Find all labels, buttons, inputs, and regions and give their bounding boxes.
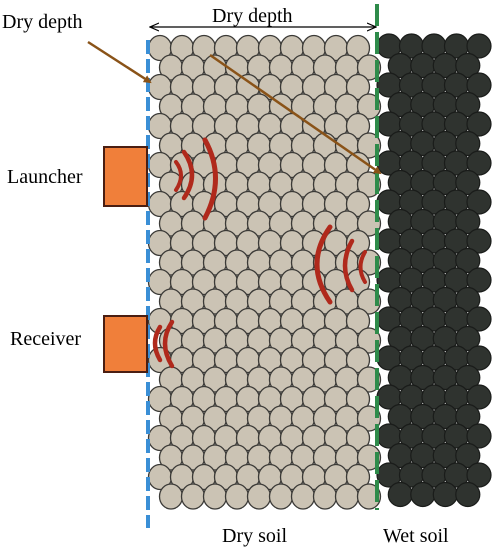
- signal-waves: [152, 137, 367, 369]
- receiver-device: [103, 315, 148, 373]
- reflect-wave-arc-2: [342, 238, 355, 293]
- dry-depth-pointer-arrow-left: [87, 40, 152, 84]
- dry-soil-particle: [345, 424, 371, 452]
- wet-soil-particle: [455, 169, 481, 196]
- wet-soil-particles: [376, 33, 492, 508]
- wet-soil-particle: [466, 384, 492, 410]
- dry-soil-particle: [345, 229, 371, 257]
- dry-soil-particle: [345, 190, 371, 218]
- wet-soil-particle: [455, 208, 481, 235]
- wet-soil-particle: [466, 189, 492, 215]
- wet-soil-particle: [466, 72, 492, 98]
- dry-soil-particle: [345, 307, 371, 335]
- launcher-wave-arc-1: [174, 160, 183, 192]
- dry-depth-left-label: Dry depth: [2, 11, 83, 33]
- launcher-device: [103, 146, 148, 207]
- dry-soil-particle: [334, 483, 360, 510]
- receiver-wave-arc-1: [152, 324, 163, 363]
- receiver-label: Receiver: [10, 328, 81, 350]
- dry-soil-particle: [268, 483, 294, 510]
- launcher-wave-arc-3: [202, 137, 218, 221]
- dry-soil-particle: [356, 366, 382, 393]
- dry-depth-top-label: Dry depth: [212, 5, 293, 27]
- dry-soil-particle: [356, 288, 382, 315]
- wet-soil-particle: [455, 442, 481, 469]
- wet-soil-label: Wet soil: [383, 525, 449, 547]
- wet-soil-particle: [455, 91, 481, 118]
- wet-soil-particle: [455, 325, 481, 352]
- dry-soil-particle: [224, 483, 250, 510]
- dry-soil-particle: [356, 132, 382, 159]
- dry-soil-particle: [356, 327, 382, 354]
- dry-soil-particle: [345, 34, 371, 62]
- wet-soil-particle: [455, 364, 481, 391]
- reflect-wave-arc-1: [314, 224, 333, 305]
- wet-soil-particle: [466, 462, 492, 488]
- dry-depth-pointer-arrow-diagonal: [209, 53, 382, 175]
- dry-soil-particle: [246, 483, 272, 510]
- dry-soil-particle: [356, 405, 382, 432]
- dry-soil-label: Dry soil: [222, 525, 287, 547]
- wet-soil-particle: [455, 130, 481, 157]
- wet-soil-particle: [466, 306, 492, 332]
- launcher-label: Launcher: [7, 166, 83, 188]
- dry-soil-particle: [356, 54, 382, 81]
- dry-soil-particles: [147, 34, 382, 510]
- dry-soil-particle: [345, 112, 371, 140]
- dry-soil-particle: [180, 483, 206, 510]
- wet-soil-particle: [466, 150, 492, 176]
- dry-soil-particle: [356, 93, 382, 120]
- dry-soil-particle: [345, 346, 371, 374]
- wet-soil-particle: [466, 267, 492, 293]
- dry-soil-particle: [345, 463, 371, 491]
- dry-soil-particle: [202, 483, 228, 510]
- wet-soil-particle: [410, 481, 436, 508]
- dry-soil-particle: [345, 385, 371, 413]
- wet-soil-particle: [455, 247, 481, 274]
- wet-soil-particle: [466, 228, 492, 254]
- dry-soil-particle: [290, 483, 316, 510]
- reflect-wave-arc-3: [358, 250, 367, 284]
- wet-soil-particle: [466, 33, 492, 59]
- dry-soil-particle: [356, 210, 382, 237]
- dry-soil-particle: [158, 483, 184, 510]
- dry-soil-particle: [345, 73, 371, 101]
- dry-soil-particle: [356, 171, 382, 198]
- wet-soil-particle: [466, 345, 492, 371]
- wet-soil-particle: [432, 481, 458, 508]
- wet-soil-particle: [455, 286, 481, 313]
- wet-soil-particle: [455, 403, 481, 430]
- dry-soil-particle: [356, 483, 382, 510]
- wet-soil-particle: [466, 111, 492, 137]
- dry-soil-particle: [312, 483, 338, 510]
- wet-soil-particle: [387, 481, 413, 508]
- wet-soil-particle: [466, 423, 492, 449]
- launcher-wave-arc-2: [181, 149, 195, 201]
- dry-soil-particle: [356, 444, 382, 471]
- receiver-wave-arc-2: [162, 319, 175, 369]
- wet-soil-particle: [455, 481, 481, 508]
- wet-soil-particle: [455, 52, 481, 79]
